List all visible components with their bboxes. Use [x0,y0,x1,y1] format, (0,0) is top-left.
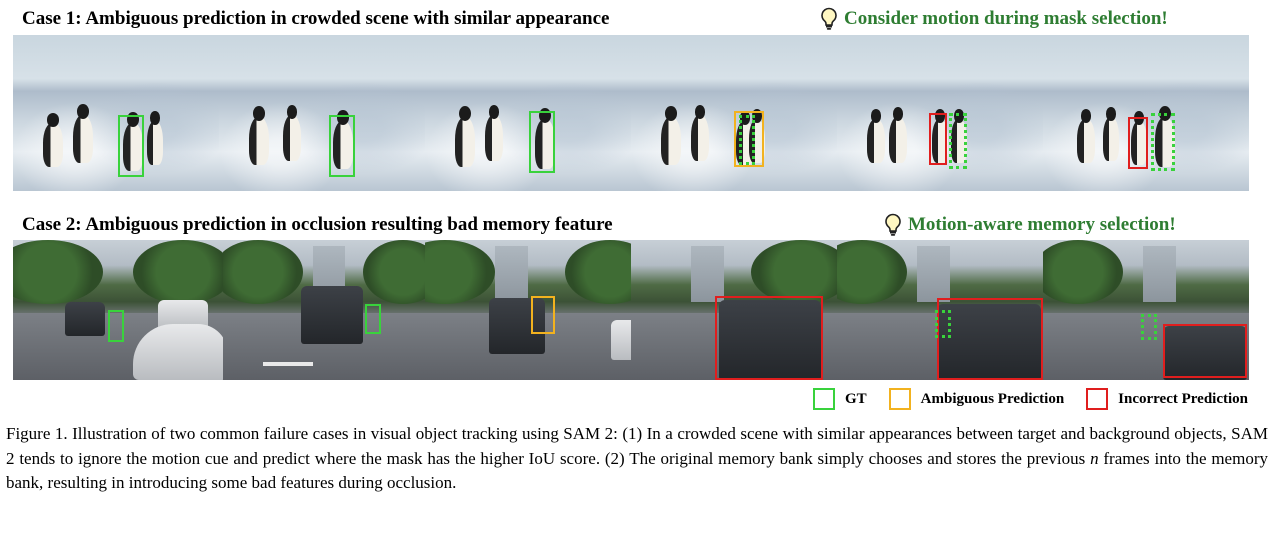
legend-label-incorrect: Incorrect Prediction [1118,390,1248,407]
gt-dotted-box [1141,314,1157,340]
case1-title: Case 1: Ambiguous prediction in crowded … [22,8,610,29]
ambiguous-box [531,296,555,334]
building [917,245,950,302]
tree [1043,240,1123,305]
penguin [867,109,885,163]
penguin [249,106,269,165]
penguin [485,104,503,161]
case2-frame-3 [425,240,631,380]
car [489,298,545,354]
gt-dotted-box [935,310,951,338]
tree [565,240,631,305]
case2-tip-text: Motion-aware memory selection! [908,214,1176,235]
legend: GT Ambiguous Prediction Incorrect Predic… [801,388,1248,410]
case1-frame-4 [631,35,837,191]
incorrect-box [937,298,1043,380]
case2-frame-5 [837,240,1043,380]
penguin [333,110,353,169]
gt-box [108,310,124,342]
caption-n: n [1090,448,1099,468]
case2-title: Case 2: Ambiguous prediction in occlusio… [22,214,613,235]
penguin [932,109,948,163]
gt-swatch [812,388,835,410]
case2-frame-2 [223,240,425,380]
gt-dotted-box [949,113,967,169]
case2-frame-6 [1043,240,1249,380]
incorrect-swatch [1086,388,1109,410]
tree [13,240,103,305]
legend-label-ambiguous: Ambiguous Prediction [920,390,1065,407]
case1-frame-3 [425,35,631,191]
case1-frame-1 [13,35,219,191]
incorrect-box [1128,117,1148,169]
case1-tip: Consider motion during mask selection! [820,7,1168,31]
case1-frame-strip [13,35,1249,191]
case1-frame-2 [219,35,425,191]
gt-box [365,304,381,334]
gt-box [329,115,355,177]
penguin [889,106,907,163]
case2-frame-4 [631,240,837,380]
penguin [1077,109,1095,163]
incorrect-box [929,113,947,165]
penguin [147,111,163,165]
lightbulb-icon [821,7,837,30]
gt-box [529,111,555,173]
case1-frame-5 [837,35,1043,191]
tree [223,240,303,305]
tree [751,240,837,305]
penguin [73,104,93,163]
lightbulb-icon [885,213,901,236]
building [1143,245,1176,302]
car [65,302,105,336]
building [691,245,724,302]
penguin [455,106,475,167]
figure-caption: Figure 1. Illustration of two common fai… [6,422,1268,496]
tree [837,240,907,305]
legend-label-gt: GT [844,390,867,407]
car [301,286,363,344]
case1-frame-6 [1043,35,1249,191]
penguin [661,106,681,165]
legend-item-incorrect: Incorrect Prediction [1086,388,1248,410]
car [937,304,1041,380]
incorrect-box [715,296,823,380]
gt-box [118,115,144,177]
car [719,300,821,380]
tree [363,240,425,305]
penguin [283,104,301,161]
legend-item-gt: GT [812,388,867,410]
caption-text-1: Illustration of two common failure cases… [6,424,1268,468]
car [611,320,631,360]
tree [133,240,223,305]
ambiguous-swatch [888,388,911,410]
caption-text-2: frames into the memory bank, resulting i… [6,448,1268,493]
tree [425,240,495,305]
case1-tip-text: Consider motion during mask selection! [844,8,1168,29]
gt-dotted-box [739,115,755,165]
caption-label: Figure 1. [6,424,68,443]
penguin [43,113,63,167]
penguin [691,104,709,161]
penguin [1103,107,1119,161]
case2-frame-strip [13,240,1249,380]
case2-tip: Motion-aware memory selection! [884,213,1176,237]
incorrect-box [1163,324,1247,378]
case2-frame-1 [13,240,223,380]
car [133,324,223,380]
car [1163,326,1247,380]
gt-dotted-box [1151,113,1175,171]
legend-item-ambiguous: Ambiguous Prediction [888,388,1065,410]
lane-marking [263,362,313,366]
ambiguous-box [734,111,764,167]
building [495,245,528,302]
